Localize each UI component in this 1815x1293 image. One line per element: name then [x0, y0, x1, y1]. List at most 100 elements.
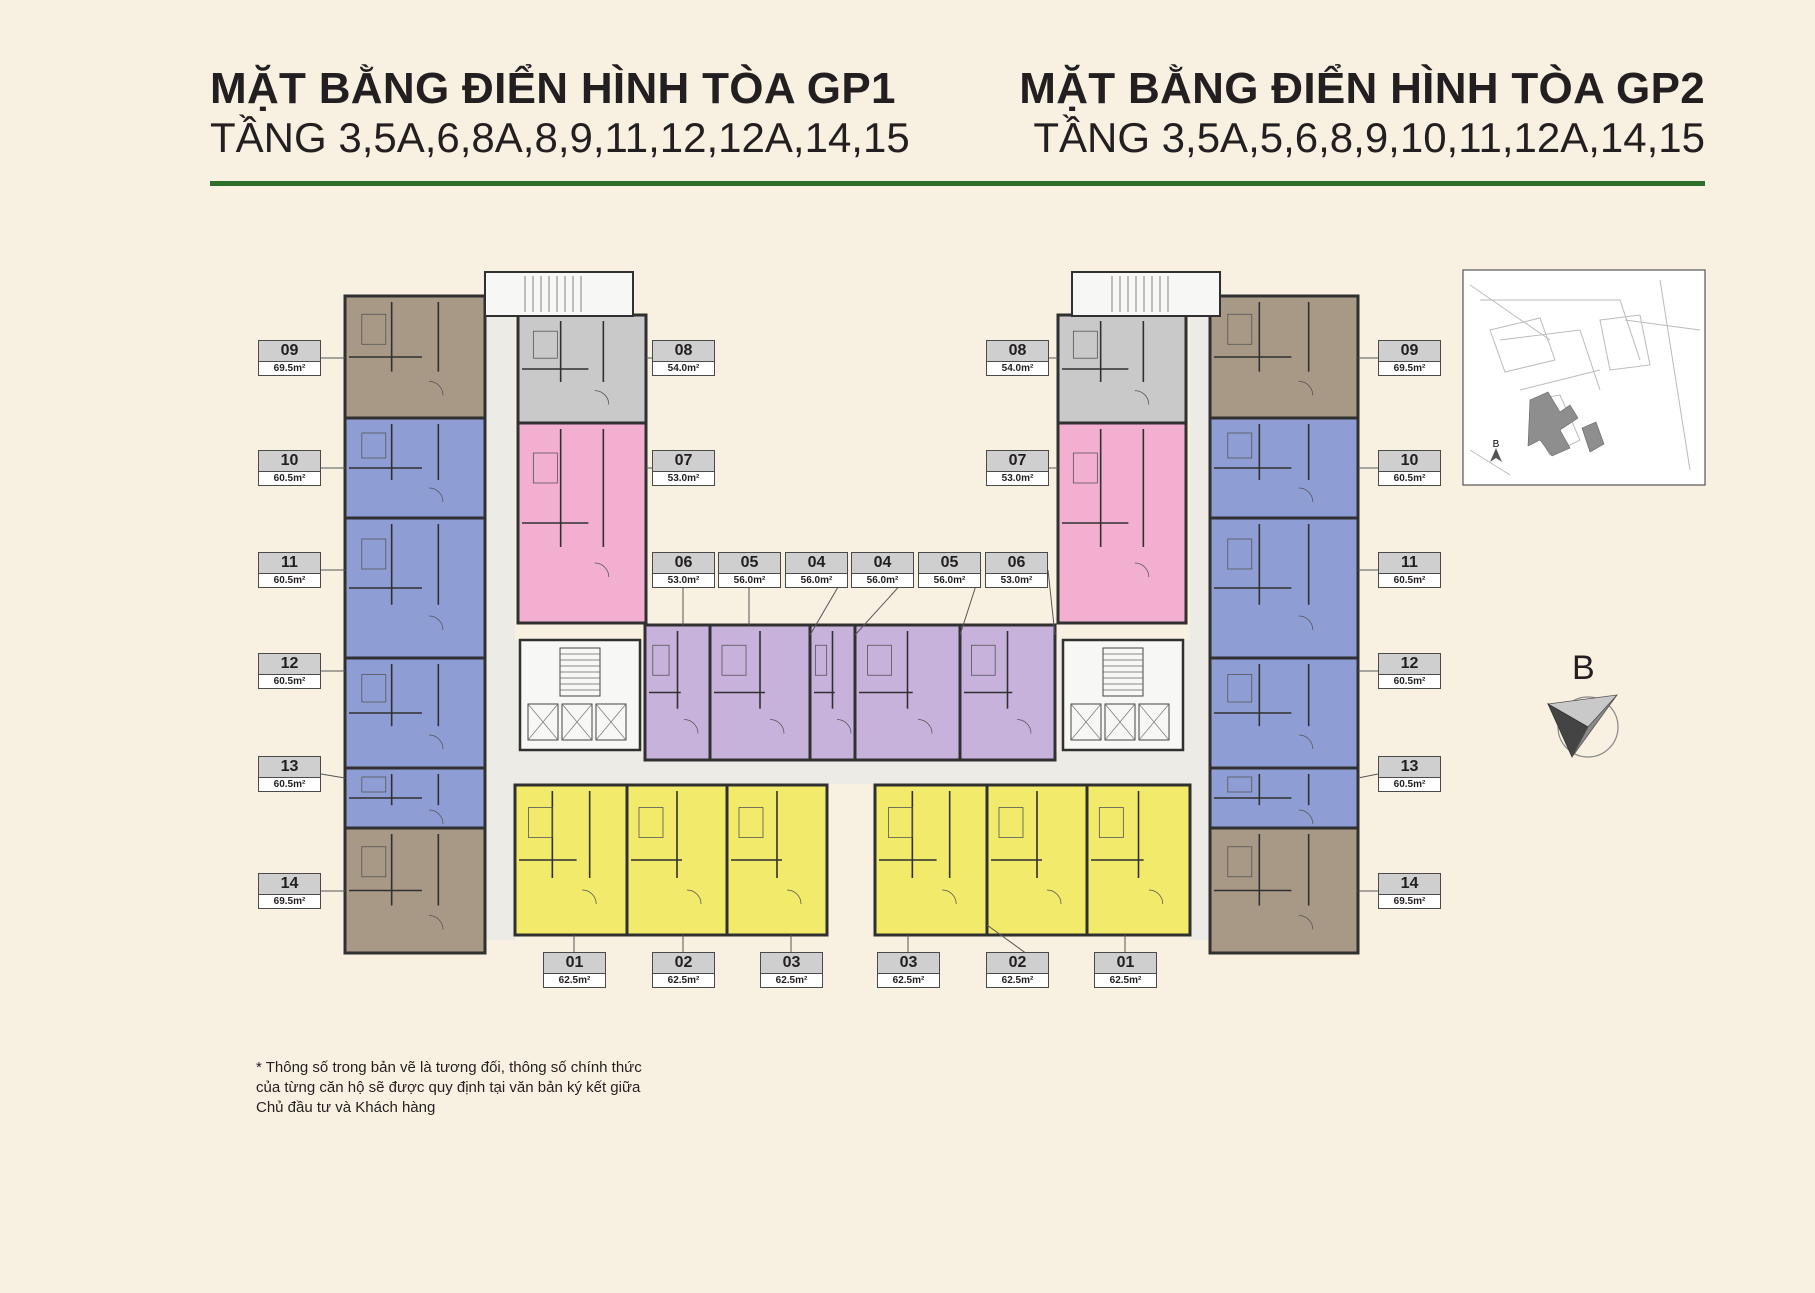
unit-number: 06: [986, 553, 1047, 574]
gp1-unit-13-block: [343, 766, 487, 830]
elevator-icon: [1070, 703, 1102, 741]
door-swing: [428, 734, 444, 750]
gp1-unit-02-block: [625, 783, 729, 937]
gp2-unit-07-block: [1056, 421, 1188, 625]
unit-area: 56.0m²: [800, 575, 833, 586]
furniture-bed: [815, 644, 828, 676]
gp1-unit-06-block: [643, 623, 712, 762]
unit-number: 11: [1379, 553, 1440, 574]
furniture-bed: [998, 807, 1024, 838]
compass-icon: [1546, 694, 1619, 758]
minimap-north-letter: B: [1493, 439, 1500, 450]
elevator-icon: [595, 703, 627, 741]
unit-area: 69.5m²: [1393, 896, 1426, 907]
gp1-unit-14-block: [343, 826, 487, 955]
gp2-core: [1061, 638, 1185, 752]
door-swing: [1298, 915, 1314, 930]
furniture-bed: [1227, 313, 1253, 345]
door-swing: [769, 719, 785, 734]
furniture-bed: [361, 846, 387, 878]
gp1-corridor-left: [483, 272, 515, 940]
door-swing: [1298, 615, 1314, 631]
unit-number: 14: [259, 874, 320, 895]
gp1-floors: TẦNG 3,5A,6,8A,8,9,11,12,12A,14,15: [210, 114, 910, 161]
door-swing: [594, 390, 610, 405]
door-swing: [1298, 381, 1314, 396]
furniture-bed: [1098, 807, 1124, 838]
unit-number: 10: [259, 451, 320, 472]
unit-area: 60.5m²: [273, 676, 306, 687]
gp2-unit-11-block: [1208, 516, 1360, 660]
gp2-unit-04-block: [853, 623, 962, 762]
leader-line: [1357, 773, 1379, 779]
furniture-bed: [361, 674, 387, 703]
unit-number: 12: [259, 654, 320, 675]
unit-number: 05: [919, 553, 980, 574]
gp1-unit-10-block: [343, 416, 487, 520]
gp1-unit-11-block: [343, 516, 487, 660]
note-line: * Thông số trong bản vẽ là tương đối, th…: [256, 1059, 642, 1076]
furniture-bed: [971, 644, 996, 676]
note-line: Chủ đầu tư và Khách hàng: [256, 1099, 436, 1116]
unit-number: 01: [544, 953, 605, 974]
furniture-bed: [1227, 776, 1253, 793]
unit-area: 53.0m²: [667, 473, 700, 484]
furniture-bed: [361, 538, 387, 570]
furniture-bed: [638, 807, 664, 838]
door-swing: [428, 487, 444, 503]
unit-number: 14: [1379, 874, 1440, 895]
unit-number: 02: [987, 953, 1048, 974]
unit-area: 62.5m²: [1001, 975, 1034, 986]
apartment-blocks: [343, 294, 1360, 955]
furniture-bed: [1072, 330, 1098, 359]
gp2-unit-05-block: [958, 623, 1057, 762]
unit-area: 62.5m²: [892, 975, 925, 986]
gp2-floors: TẦNG 3,5A,5,6,8,9,10,11,12A,14,15: [1033, 114, 1705, 161]
furniture-bed: [1227, 432, 1253, 459]
unit-area: 53.0m²: [1000, 575, 1033, 586]
unit-number: 13: [259, 757, 320, 778]
gp2-unit-10-block: [1208, 416, 1360, 520]
unit-number: 10: [1379, 451, 1440, 472]
furniture-bed: [528, 807, 553, 838]
door-swing: [1134, 562, 1150, 578]
door-swing: [582, 889, 597, 905]
elevator-icon: [1104, 703, 1136, 741]
door-swing: [942, 889, 957, 905]
furniture-bed: [738, 807, 764, 838]
door-swing: [1134, 390, 1150, 405]
leader-line: [1047, 569, 1056, 636]
unit-number: 03: [761, 953, 822, 974]
furniture-bed: [1227, 538, 1253, 570]
gp1-unit-03-block: [725, 783, 829, 937]
unit-area: 53.0m²: [667, 575, 700, 586]
gp1-unit-08-block: [516, 313, 648, 425]
unit-number: 06: [653, 553, 714, 574]
gp1-unit-09-block: [343, 294, 487, 420]
unit-number: 02: [653, 953, 714, 974]
unit-area: 60.5m²: [1393, 779, 1426, 790]
site-minimap: B: [1462, 269, 1706, 486]
minimap-buildings: [1527, 391, 1579, 457]
unit-area: 60.5m²: [1393, 575, 1426, 586]
unit-number: 11: [259, 553, 320, 574]
unit-area: 60.5m²: [273, 779, 306, 790]
furniture-bed: [652, 644, 670, 676]
gp1-top-stair: [484, 271, 634, 317]
unit-area: 54.0m²: [667, 363, 700, 374]
gp1-unit-04-block: [808, 623, 857, 762]
gp2-unit-12-block: [1208, 656, 1360, 770]
